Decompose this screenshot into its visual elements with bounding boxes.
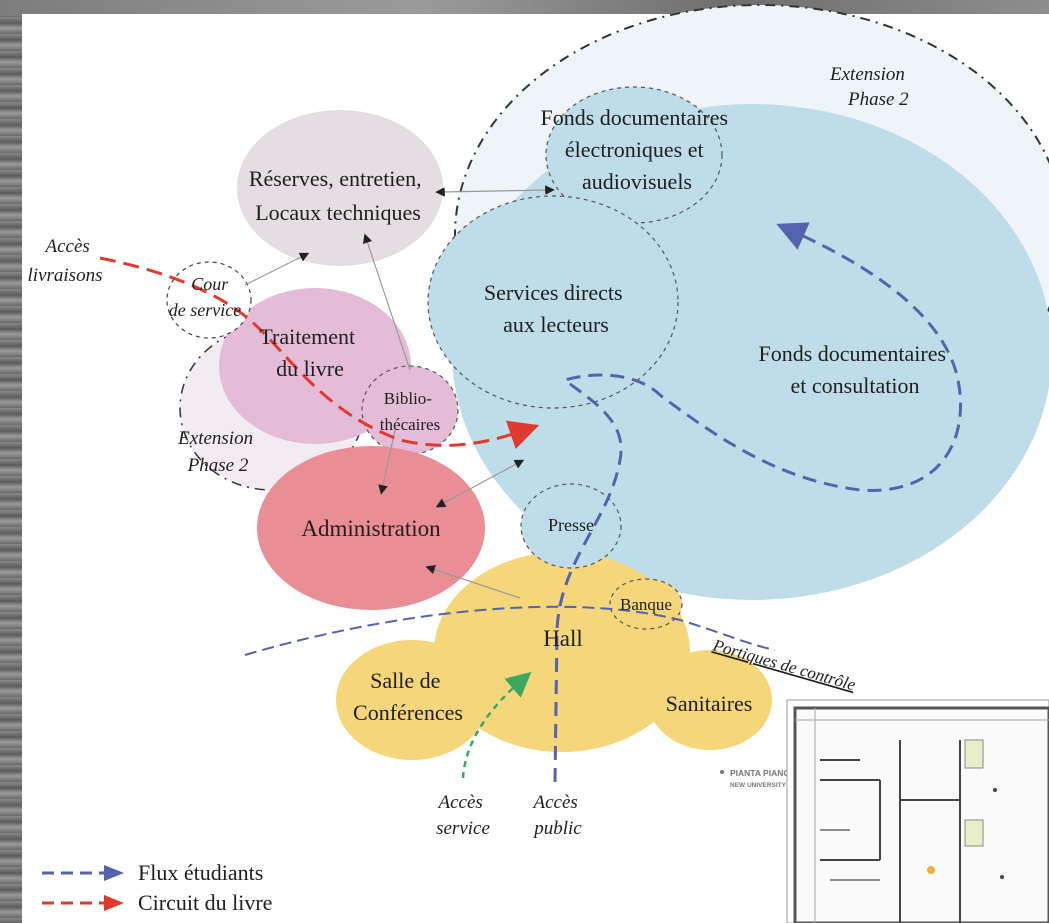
background-edge — [0, 0, 22, 923]
fonds-consultation-label: Fonds documentaires et consultation — [758, 341, 951, 398]
portiques-line — [244, 605, 776, 656]
hall-label: Hall — [543, 626, 583, 651]
reserves-zone — [237, 110, 443, 266]
extension-top-label: Extension Phase 2 — [829, 64, 910, 110]
reserves-label: Réserves, entretien, Locaux techniques — [249, 166, 427, 225]
legend-item-flux-etudiants: Flux étudiants — [40, 858, 272, 888]
acces-service-label: Accès service — [436, 792, 490, 839]
legend: Flux étudiants Circuit du livre — [40, 858, 272, 918]
circuit-livre-path — [99, 256, 540, 450]
salle-conferences-zone — [336, 640, 488, 760]
banque-label: Banque — [620, 595, 672, 614]
flux-etudiants-path — [553, 222, 963, 783]
services-directs-label: Services directs aux lecteurs — [484, 280, 628, 337]
circuit-livre-swatch — [42, 895, 124, 911]
legend-item-circuit-livre: Circuit du livre — [40, 888, 272, 918]
sanitaires-zone — [648, 650, 772, 750]
extension-left-label: Extension Phase 2 — [177, 428, 258, 476]
sanitaires-label: Sanitaires — [666, 691, 753, 716]
administration-label: Administration — [301, 516, 441, 541]
acces-livraisons-label: Accès livraisons — [28, 236, 103, 286]
cour-service-zone — [166, 261, 252, 339]
legend-label-circuit-livre: Circuit du livre — [138, 890, 273, 915]
bibliothecaires-label: Biblio- thécaires — [380, 389, 440, 434]
presse-label: Presse — [548, 515, 594, 535]
relation-arrows — [244, 185, 555, 599]
acces-public-label: Accès public — [531, 792, 582, 839]
ground-floor-plan-inset: PIANTA PIANO TERRA / GROUND FLOOR PLAN N… — [720, 699, 1049, 923]
cour-service-label: Cour de service — [169, 274, 241, 320]
fonds-electroniques-label: Fonds documentaires électroniques et aud… — [540, 105, 733, 194]
presse-zone — [520, 483, 622, 569]
legend-label-flux-etudiants: Flux étudiants — [138, 860, 264, 885]
acces-service-path — [461, 671, 532, 779]
flux-etudiants-swatch — [42, 865, 124, 881]
salle-conferences-label: Salle de Conférences — [353, 668, 463, 725]
traitement-label: Traitement du livre — [259, 324, 360, 381]
